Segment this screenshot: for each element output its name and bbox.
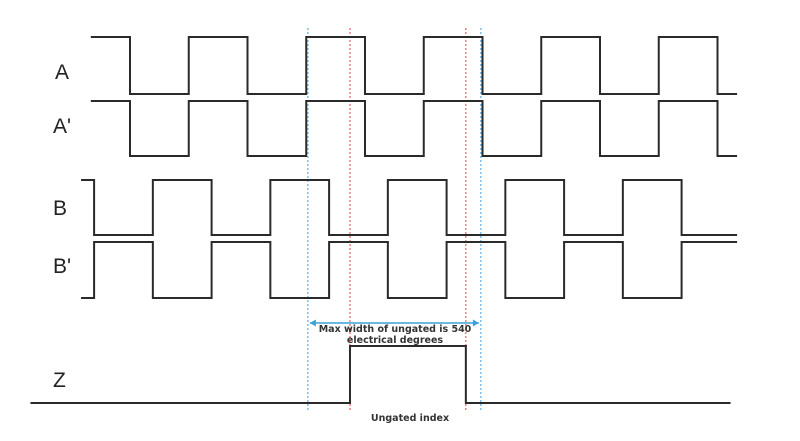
waveform-b-prime — [81, 241, 738, 299]
annotation-line-1: Max width of ungated is 540 — [318, 324, 472, 335]
arrow-head-left — [309, 319, 316, 327]
signal-label-b-prime: B' — [53, 255, 72, 278]
waveform-a — [90, 36, 738, 95]
waveform-b — [81, 179, 738, 236]
signal-label-z: Z — [53, 369, 66, 392]
waveforms — [30, 36, 738, 404]
arrow-head-right — [472, 319, 479, 327]
marker-lines — [307, 28, 482, 410]
max-width-annotation: Max width of ungated is 540 electrical d… — [310, 324, 480, 346]
waveform-z — [30, 345, 731, 404]
ungated-index-label: Ungated index — [370, 413, 450, 424]
signal-label-b: B — [53, 197, 68, 220]
waveform-a-prime — [90, 100, 738, 157]
annotation-line-2: electrical degrees — [346, 335, 444, 346]
signal-label-a-prime: A' — [53, 115, 72, 138]
width-arrow — [309, 319, 479, 327]
signal-label-a: A — [55, 61, 70, 84]
